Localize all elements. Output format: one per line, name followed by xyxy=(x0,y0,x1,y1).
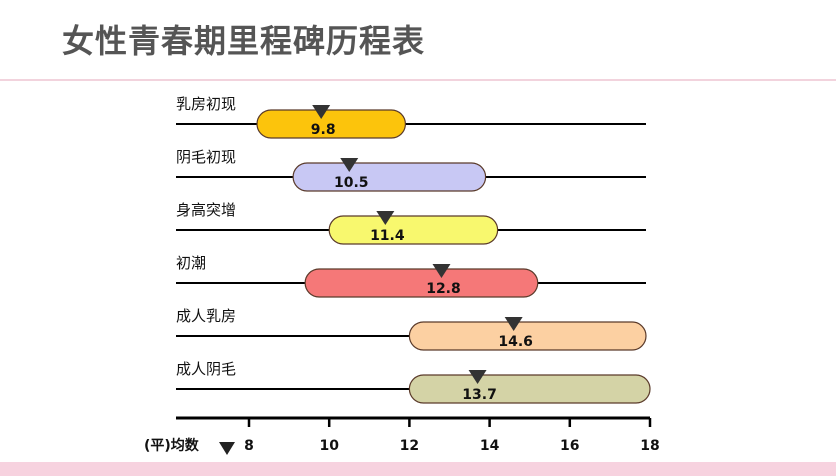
mean-marker-icon xyxy=(468,370,487,384)
mean-value-label: 10.5 xyxy=(334,175,369,191)
mean-marker-icon xyxy=(376,211,395,225)
legend: (平)均数 xyxy=(144,437,235,455)
row-label: 成人乳房 xyxy=(176,307,236,325)
footer-band xyxy=(0,462,836,476)
page-title: 女性青春期里程碑历程表 xyxy=(62,22,426,60)
mean-value-label: 12.8 xyxy=(426,281,461,297)
milestone-row: 初潮 12.8 xyxy=(176,254,646,298)
chart-rows: 乳房初现 9.8 阴毛初现 10.5 身高突增 11.4 初潮 12.8 成人乳房 14.6 成人阴… xyxy=(176,95,651,404)
x-tick-label: 16 xyxy=(560,438,579,454)
row-label: 初潮 xyxy=(176,254,206,272)
mean-value-label: 11.4 xyxy=(370,228,405,244)
range-bar xyxy=(408,321,647,351)
range-bar xyxy=(328,215,499,245)
range-bar xyxy=(304,268,539,298)
x-tick-label: 18 xyxy=(640,438,659,454)
x-tick-label: 12 xyxy=(400,438,419,454)
x-tick-label: 14 xyxy=(480,438,500,454)
milestone-row: 乳房初现 9.8 xyxy=(176,95,646,139)
x-tick-label: 8 xyxy=(244,438,254,454)
mean-marker-icon xyxy=(312,105,331,119)
mean-value-label: 14.6 xyxy=(498,334,533,350)
milestone-row: 成人乳房 14.6 xyxy=(176,307,647,351)
mean-marker-icon xyxy=(504,317,523,331)
row-label: 乳房初现 xyxy=(176,95,236,113)
range-bar xyxy=(256,109,406,139)
mean-marker-icon xyxy=(340,158,359,172)
mean-marker-icon xyxy=(432,264,451,278)
legend-label: (平)均数 xyxy=(144,437,200,454)
range-bar xyxy=(292,162,487,192)
x-tick-label: 10 xyxy=(319,438,339,454)
x-axis: 8 10 12 14 16 18 xyxy=(176,416,660,454)
row-label: 阴毛初现 xyxy=(176,148,236,166)
range-bar xyxy=(408,374,651,404)
row-label: 身高突增 xyxy=(176,201,236,219)
milestone-row: 成人阴毛 13.7 xyxy=(176,360,651,404)
milestone-row: 阴毛初现 10.5 xyxy=(176,148,646,192)
mean-value-label: 9.8 xyxy=(311,122,336,138)
legend-marker-icon xyxy=(219,442,235,455)
title-divider xyxy=(0,79,836,81)
mean-value-label: 13.7 xyxy=(462,387,497,403)
milestone-row: 身高突增 11.4 xyxy=(176,201,646,245)
row-label: 成人阴毛 xyxy=(176,360,236,378)
